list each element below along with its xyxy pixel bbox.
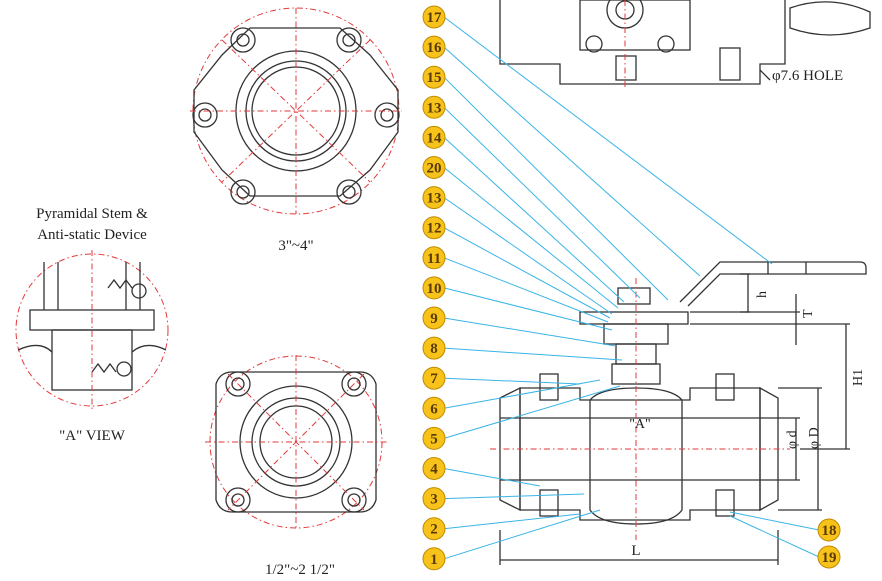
callout-balloon bbox=[422, 125, 446, 149]
leader-line bbox=[443, 257, 609, 323]
dim-d: φ d bbox=[785, 430, 800, 449]
callout-number: 9 bbox=[430, 311, 438, 327]
callout-number: 13 bbox=[427, 100, 442, 116]
callout-balloon bbox=[422, 547, 446, 571]
leader-line bbox=[443, 379, 601, 409]
leader-line bbox=[443, 46, 701, 277]
callout-balloon bbox=[422, 95, 446, 119]
leader-line bbox=[729, 511, 820, 531]
flange-view-large: 3"~4" bbox=[190, 7, 402, 254]
callout-number: 15 bbox=[427, 70, 442, 86]
leader-line bbox=[443, 197, 613, 315]
leader-line bbox=[443, 493, 585, 500]
leader-line bbox=[729, 515, 820, 558]
callout-number: 2 bbox=[430, 522, 438, 538]
callout-balloon bbox=[817, 518, 841, 542]
callout-number: 8 bbox=[430, 341, 438, 357]
callout-balloon bbox=[422, 246, 446, 270]
dim-L: L bbox=[631, 543, 640, 559]
callout-balloon bbox=[422, 216, 446, 240]
leader-line bbox=[443, 385, 621, 439]
dim-H1: H1 bbox=[851, 369, 866, 386]
flange-view-small: 1/2"~2 1/2" bbox=[205, 355, 387, 578]
callout-number: 18 bbox=[822, 523, 837, 539]
leader-line bbox=[443, 137, 625, 303]
callout-number: 3 bbox=[430, 492, 438, 508]
callout-balloon bbox=[817, 545, 841, 569]
stem-title-line2: Anti-static Device bbox=[37, 227, 147, 243]
dim-D: φ D bbox=[807, 427, 822, 449]
callout-balloon bbox=[422, 366, 446, 390]
flange-large-label: 3"~4" bbox=[278, 238, 313, 254]
callout-balloon bbox=[422, 186, 446, 210]
leader-lines bbox=[443, 16, 820, 560]
leader-line bbox=[443, 468, 541, 487]
callout-number: 11 bbox=[427, 251, 441, 267]
balloon-callouts: 17 16 15 13 14 20 13 12 11 10 9 8 7 6 5 4 3 2 1 18 19 bbox=[422, 5, 841, 571]
leader-line bbox=[443, 16, 773, 265]
a-view-label: "A" VIEW bbox=[59, 428, 126, 444]
leader-line bbox=[443, 509, 601, 560]
valve-elevation: "A" bbox=[490, 261, 867, 540]
callout-balloon bbox=[422, 336, 446, 360]
leader-line bbox=[443, 76, 669, 301]
callout-number: 6 bbox=[430, 401, 438, 417]
a-view-detail: Pyramidal Stem & Anti-static Device "A" … bbox=[15, 206, 169, 444]
callout-number: 7 bbox=[430, 371, 438, 387]
a-marker: "A" bbox=[629, 417, 651, 432]
callout-balloon bbox=[422, 156, 446, 179]
leader-line bbox=[443, 513, 581, 530]
callout-balloon bbox=[422, 487, 446, 511]
leader-line bbox=[443, 347, 623, 361]
leader-line bbox=[443, 287, 613, 331]
callout-balloon bbox=[422, 457, 446, 480]
stem-title-line1: Pyramidal Stem & bbox=[36, 206, 148, 222]
callout-number: 13 bbox=[427, 191, 442, 207]
dim-h: h bbox=[755, 291, 770, 298]
callout-number: 19 bbox=[822, 550, 837, 566]
callout-number: 12 bbox=[427, 221, 442, 237]
leader-line bbox=[443, 377, 581, 385]
hole-label: φ7.6 HOLE bbox=[772, 68, 843, 84]
callout-balloon bbox=[422, 426, 446, 450]
callout-balloon bbox=[422, 396, 446, 420]
callout-number: 14 bbox=[427, 130, 443, 146]
callout-balloon bbox=[422, 276, 446, 300]
callout-number: 10 bbox=[427, 281, 442, 297]
mounting-partial-view: φ7.6 HOLE bbox=[499, 0, 871, 90]
callout-balloon bbox=[422, 306, 446, 330]
callout-balloon bbox=[422, 517, 446, 541]
callout-number: 1 bbox=[430, 552, 438, 568]
leader-line bbox=[443, 106, 641, 299]
dimensions: L h T H1 φ d φ D bbox=[499, 273, 866, 565]
callout-number: 16 bbox=[427, 40, 443, 56]
callout-balloon bbox=[422, 5, 446, 29]
leader-line bbox=[443, 317, 617, 347]
leader-line bbox=[443, 227, 611, 319]
callout-balloon bbox=[422, 35, 446, 59]
flange-small-label: 1/2"~2 1/2" bbox=[265, 562, 335, 578]
callout-balloon bbox=[422, 65, 446, 89]
leader-line bbox=[443, 167, 619, 309]
callout-number: 20 bbox=[427, 161, 442, 177]
callout-number: 5 bbox=[430, 431, 438, 447]
dim-T: T bbox=[801, 309, 816, 318]
callout-number: 4 bbox=[430, 462, 438, 478]
callout-number: 17 bbox=[427, 10, 443, 26]
